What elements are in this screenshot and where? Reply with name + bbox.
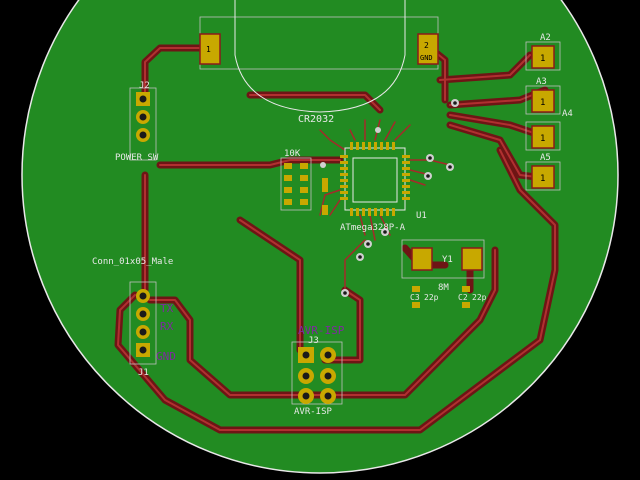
- c3-ref: C3: [410, 293, 420, 302]
- battery-gnd-label: GND: [420, 54, 433, 62]
- a5-label: A5: [540, 153, 551, 163]
- battery-pad2-label: 2: [424, 41, 429, 50]
- avr-isp-back-label: AVR-ISP: [298, 324, 345, 337]
- a2-label: A2: [540, 33, 551, 43]
- c3-value: 22p: [424, 293, 439, 302]
- rx-label: RX: [160, 320, 174, 333]
- a1-pad-num: 1: [540, 54, 545, 64]
- c2-value: 22p: [472, 293, 487, 302]
- battery-pad1-label: 1: [206, 45, 211, 54]
- tx-label: TX: [160, 302, 174, 315]
- u1-ref: U1: [416, 211, 427, 221]
- avr-isp-label: AVR-ISP: [294, 407, 333, 417]
- conn-label: Conn_01x05_Male: [92, 257, 173, 267]
- copper-traces: [114, 44, 559, 434]
- component-pads: [136, 33, 555, 404]
- battery-label: CR2032: [298, 114, 334, 125]
- mcu-value: ATmega328P-A: [340, 223, 406, 233]
- power-sw-label: POWER SW: [115, 153, 159, 163]
- y1-value: 8M: [438, 283, 449, 293]
- c2-ref: C2: [458, 293, 468, 302]
- j3-ref: J3: [308, 336, 319, 346]
- silk-labels: CR2032 1 2 GND J2 POWER SW 10K Conn_01x0…: [92, 33, 573, 417]
- a2-pad-num: 1: [540, 98, 545, 108]
- gnd-label: GND: [156, 350, 176, 363]
- y1-ref: Y1: [442, 255, 453, 265]
- a4-label: A4: [562, 109, 573, 119]
- a4-pad-num: 1: [540, 174, 545, 184]
- resistor-value: 10K: [284, 149, 301, 159]
- j1-ref: J1: [138, 368, 149, 378]
- j2-ref: J2: [139, 81, 150, 91]
- a3-label: A3: [536, 77, 547, 87]
- vias: [320, 99, 459, 297]
- a3-pad-num: 1: [540, 134, 545, 144]
